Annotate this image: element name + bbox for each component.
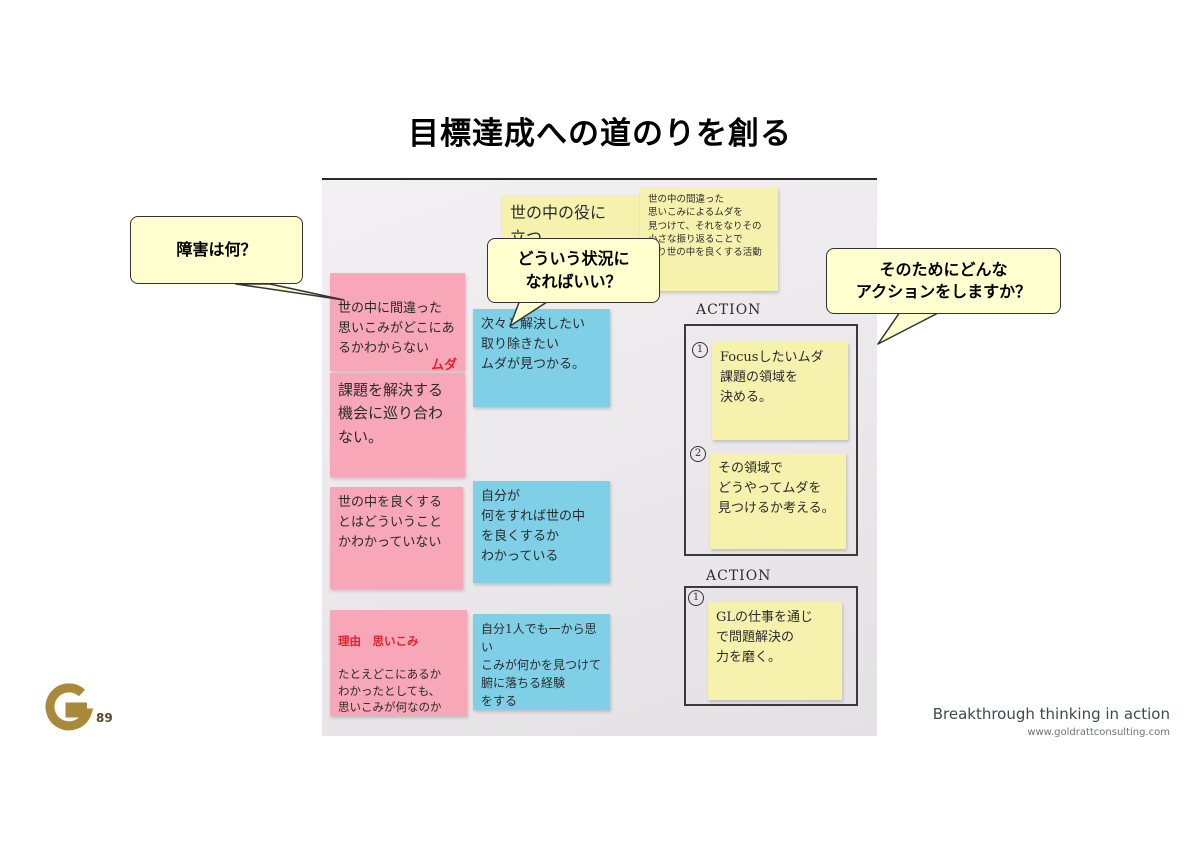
sticky-note-action-2: その領域で どうやってムダを 見つけるか考える。 (710, 453, 846, 549)
note-text: 世の中に間違った 思いこみがどこにあ るかわからない (338, 301, 455, 357)
sticky-note-action-1: Focusしたいムダ 課題の領域を 決める。 (712, 342, 848, 440)
sticky-note-pink-2: 課題を解決する 機会に巡り合わ ない。 (330, 373, 465, 477)
action-label-2: ACTION (706, 568, 772, 584)
goldratt-logo-icon (45, 683, 94, 731)
slide-title: 目標達成への道のりを創る (408, 116, 792, 152)
sticky-note-pink-1: 世の中に間違った 思いこみがどこにあ るかわからない ムダ (330, 273, 465, 371)
sticky-note-blue-1: 次々と解決したい 取り除きたい ムダが見つかる。 (473, 309, 610, 407)
sticky-note-action-3: GLの仕事を通じ で問題解決の 力を磨く。 (708, 602, 842, 700)
sticky-note-blue-3: 自分1人でも一から思い こみが何かを見つけて 腑に落ちる経験 をする (473, 614, 610, 710)
page-number: 89 (96, 711, 113, 725)
board-top-rule (322, 178, 877, 180)
tagline: Breakthrough thinking in action (932, 705, 1170, 723)
step-number-2: 2 (690, 446, 706, 462)
action-label-1: ACTION (696, 302, 762, 318)
sticky-note-blue-2: 自分が 何をすれば世の中 を良くするか わかっている (473, 481, 610, 583)
callout-desired-state: どういう状況に なればいい？ (487, 238, 660, 303)
callout-actions: そのためにどんな アクションをしますか？ (826, 248, 1061, 314)
action-frame-1 (684, 324, 858, 556)
action-frame-2 (684, 586, 858, 706)
note-text: たとえどこにあるか わかったとしても、 思いこみが何なのか を見つける自信がない (338, 667, 442, 715)
sticky-note-pink-4: 理由 思いこみ たとえどこにあるか わかったとしても、 思いこみが何なのか を見… (330, 610, 467, 716)
step-number-3: 1 (688, 590, 704, 606)
sticky-note-yellow-top-2: 世の中の間違った 思いこみによるムダを 見つけて、それをなりその 小さな振り返る… (640, 187, 778, 291)
note-red-text: ムダ (430, 357, 457, 371)
step-number-1: 1 (692, 342, 708, 358)
sticky-note-pink-3: 世の中を良くする とはどういうこと かわかっていない (330, 487, 463, 589)
callout-obstacles: 障害は何？ (130, 216, 303, 284)
website-link[interactable]: www.goldrattconsulting.com (1027, 727, 1170, 738)
note-red-text: 理由 思いこみ (338, 633, 419, 648)
callout-tail-actions (877, 311, 941, 345)
